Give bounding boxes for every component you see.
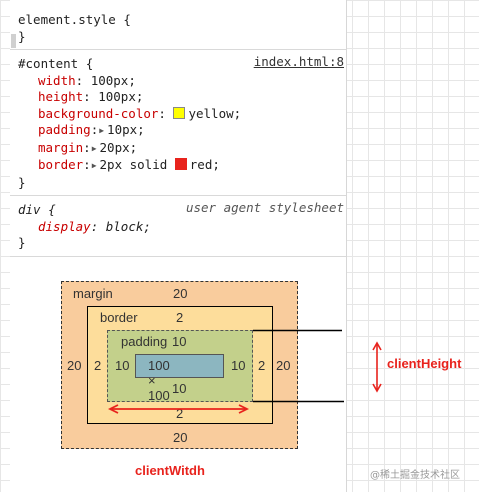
client-height-label: clientHeight [387, 356, 462, 371]
property-value[interactable]: 10px; [107, 122, 145, 137]
rule-close-brace: } [18, 235, 26, 250]
declaration-width[interactable]: width: 100px; [38, 72, 136, 88]
property-name[interactable]: border [38, 157, 84, 172]
caret-marker [11, 34, 16, 48]
margin-right-value[interactable]: 20 [276, 358, 291, 373]
property-value[interactable]: 100px; [98, 89, 144, 104]
rule-close-brace: } [18, 28, 26, 44]
ua-rule[interactable]: div { user agent stylesheet display: blo… [10, 196, 346, 257]
property-value[interactable]: 100px; [90, 72, 136, 88]
margin-bottom-value[interactable]: 20 [173, 430, 188, 445]
border-label: border [100, 310, 138, 325]
property-value[interactable]: yellow; [188, 105, 242, 121]
expand-triangle-icon[interactable]: ▶ [99, 126, 105, 135]
declaration-padding[interactable]: padding:▶10px; [38, 122, 145, 137]
content-box[interactable] [135, 354, 224, 378]
declaration-background-color[interactable]: background-color: yellow; [38, 105, 242, 121]
property-value[interactable]: 2px solid [99, 157, 175, 172]
property-value[interactable]: 20px; [99, 139, 138, 155]
border-top-value[interactable]: 2 [176, 310, 184, 325]
content-rule[interactable]: #content { index.html:8 width: 100px; he… [10, 50, 346, 196]
property-value: block; [105, 218, 151, 234]
margin-top-value[interactable]: 20 [173, 286, 188, 301]
border-bottom-value[interactable]: 2 [176, 406, 184, 421]
client-height-arrow-icon [372, 341, 382, 393]
declaration-height[interactable]: height: 100px; [38, 89, 144, 104]
padding-top-value[interactable]: 10 [172, 334, 187, 349]
declaration-margin[interactable]: margin:▶20px; [38, 139, 138, 155]
client-width-arrow-icon [107, 404, 250, 414]
element-style-selector: element.style { [18, 12, 131, 27]
margin-label: margin [73, 286, 113, 301]
property-name[interactable]: margin [38, 139, 84, 155]
content-selector[interactable]: #content { [18, 56, 94, 71]
property-value-color[interactable]: red; [189, 157, 220, 172]
declaration-display: display: block; [38, 218, 151, 234]
color-swatch-yellow[interactable] [173, 106, 186, 119]
padding-left-value[interactable]: 10 [115, 358, 130, 373]
padding-right-value[interactable]: 10 [231, 358, 246, 373]
source-link[interactable]: index.html:8 [253, 54, 344, 69]
declaration-border[interactable]: border:▶2px solid red; [38, 157, 220, 172]
property-name[interactable]: height [38, 89, 84, 104]
element-style-rule[interactable]: element.style { } [10, 0, 346, 50]
padding-bottom-value[interactable]: 10 [172, 381, 187, 396]
margin-left-value[interactable]: 20 [67, 358, 82, 373]
content-size-value[interactable]: 100 × 100 [148, 358, 170, 403]
property-name: display [38, 218, 91, 234]
rule-close-brace: } [18, 174, 26, 190]
property-name[interactable]: width [38, 72, 76, 88]
expand-triangle-icon[interactable]: ▶ [91, 143, 97, 153]
watermark: @稀土掘金技术社区 [370, 470, 460, 481]
property-name[interactable]: background-color [38, 105, 159, 121]
border-right-value[interactable]: 2 [258, 358, 266, 373]
color-swatch-red[interactable] [174, 158, 187, 170]
ua-selector: div { [18, 202, 56, 217]
expand-triangle-icon[interactable]: ▶ [91, 161, 97, 170]
border-left-value[interactable]: 2 [94, 358, 102, 373]
padding-label: padding [121, 334, 168, 349]
ua-source-label: user agent stylesheet [185, 200, 344, 215]
client-width-label: clientWitdh [135, 463, 205, 478]
property-name[interactable]: padding [38, 122, 91, 137]
